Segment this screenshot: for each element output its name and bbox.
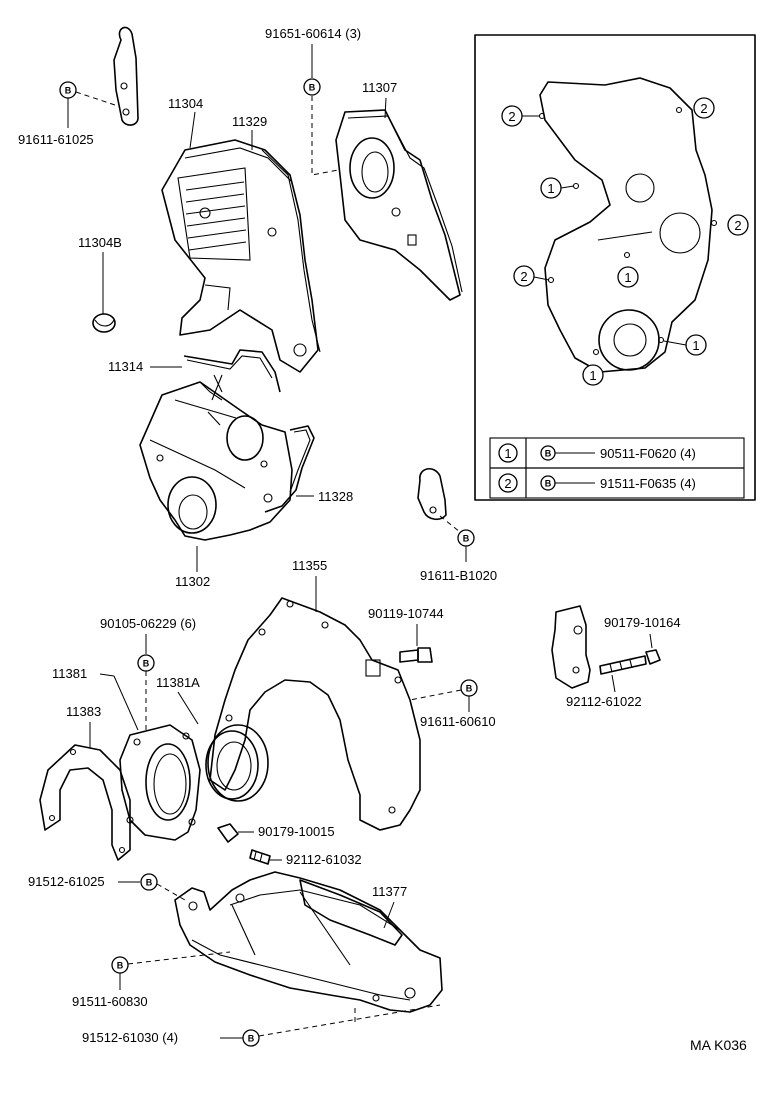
nut xyxy=(645,649,661,665)
svg-text:2: 2 xyxy=(734,218,741,233)
svg-text:B: B xyxy=(545,449,552,459)
part-label-91611-61025: 91611-61025 xyxy=(18,132,94,147)
part-label-91511-60830: 91511-60830 xyxy=(72,994,148,1009)
svg-text:1: 1 xyxy=(692,338,699,353)
part-label-11329: 11329 xyxy=(232,114,267,129)
part-label-11377: 11377 xyxy=(372,884,407,899)
part-label-90179-10164: 90179-10164 xyxy=(604,615,681,630)
svg-text:1: 1 xyxy=(589,368,596,383)
timing-belt-back-cover xyxy=(335,109,463,301)
part-label-91611-B1020: 91611-B1020 xyxy=(420,568,497,583)
bolt-tag: B xyxy=(460,679,478,697)
part-label-91512-61030: 91512-61030 (4) xyxy=(82,1030,178,1045)
callout-2: 2 xyxy=(501,105,523,127)
bolt-tag: B xyxy=(242,1029,260,1047)
part-label-11304: 11304 xyxy=(168,96,203,111)
part-label-90179-10015: 90179-10015 xyxy=(258,824,335,839)
part-label-11304B: 11304B xyxy=(78,235,122,250)
bolt-tag: B xyxy=(137,654,155,672)
stiffening-plate xyxy=(174,871,443,1013)
svg-text:B: B xyxy=(466,684,473,694)
svg-text:B: B xyxy=(65,86,72,96)
engine-rear-end-plate xyxy=(209,597,421,831)
bolt-tag: B xyxy=(140,873,158,891)
callout-1: 1 xyxy=(540,177,562,199)
svg-text:B: B xyxy=(117,961,124,971)
part-label-11381A: 11381A xyxy=(156,675,200,690)
svg-text:B: B xyxy=(146,878,153,888)
bolt-tag: B xyxy=(457,529,475,547)
timing-belt-cover-upper xyxy=(161,139,321,373)
stud-bolt xyxy=(599,655,647,675)
part-label-91651-60614: 91651-60614 (3) xyxy=(265,26,361,41)
bolt xyxy=(399,647,433,663)
nut xyxy=(217,823,239,843)
svg-text:B: B xyxy=(545,479,552,489)
svg-text:B: B xyxy=(248,1034,255,1044)
callout-2: 2 xyxy=(513,265,535,287)
part-label-91611-60610: 91611-60610 xyxy=(420,714,496,729)
part-label-90105-06229: 90105-06229 (6) xyxy=(100,616,196,631)
bolt-tag: B xyxy=(59,81,77,99)
callout-2: 2 xyxy=(727,214,749,236)
part-label-11307: 11307 xyxy=(362,80,397,95)
part-label-11383: 11383 xyxy=(66,704,101,719)
engine-hanger-front xyxy=(417,468,447,521)
svg-text:1: 1 xyxy=(547,181,554,196)
leader-91611-61025 xyxy=(75,91,119,107)
cover-plug xyxy=(92,313,116,333)
svg-text:2: 2 xyxy=(520,269,527,284)
stud-bolt xyxy=(249,849,271,865)
svg-text:B: B xyxy=(309,83,316,93)
svg-text:1: 1 xyxy=(504,446,511,461)
svg-text:B: B xyxy=(143,659,150,669)
part-label-92112-61022: 92112-61022 xyxy=(566,694,642,709)
rear-oil-seal xyxy=(205,724,269,802)
diagram-reference-code: MA K036 xyxy=(690,1037,747,1053)
part-label-11314: 11314 xyxy=(108,359,143,374)
part-label-91512-61025: 91512-61025 xyxy=(28,874,105,889)
part-label-11355: 11355 xyxy=(292,558,327,573)
callout-1: 1 xyxy=(685,334,707,356)
bolt-legend-table: 1 B 90511-F0620 (4) 2 B 91511-F0635 (4) xyxy=(489,437,745,499)
rear-hanger-bracket xyxy=(551,605,591,689)
svg-text:B: B xyxy=(463,534,470,544)
retainer-gasket xyxy=(39,744,131,861)
callout-2: 2 xyxy=(693,97,715,119)
callout-1: 1 xyxy=(617,266,639,288)
part-label-90119-10744: 90119-10744 xyxy=(368,606,444,621)
timing-belt-cover-lower xyxy=(139,381,293,541)
legend-part-1: 90511-F0620 (4) xyxy=(600,446,696,461)
svg-text:1: 1 xyxy=(624,270,631,285)
part-label-11302: 11302 xyxy=(175,574,210,589)
part-label-92112-61032: 92112-61032 xyxy=(286,852,362,867)
part-label-11328: 11328 xyxy=(318,489,353,504)
cover-gasket-lower xyxy=(264,425,315,513)
cover-gasket-upper xyxy=(183,349,281,401)
callout-1: 1 xyxy=(582,364,604,386)
svg-text:2: 2 xyxy=(504,476,511,491)
part-label-11381: 11381 xyxy=(52,666,87,681)
bolt-tag: B xyxy=(111,956,129,974)
rear-oil-seal-retainer xyxy=(119,724,201,841)
legend-part-2: 91511-F0635 (4) xyxy=(600,476,696,491)
bolt-tag: B xyxy=(303,78,321,96)
svg-text:2: 2 xyxy=(508,109,515,124)
svg-text:2: 2 xyxy=(700,101,707,116)
bolt-location-inset xyxy=(474,34,756,501)
engine-hanger-upper xyxy=(113,26,139,126)
